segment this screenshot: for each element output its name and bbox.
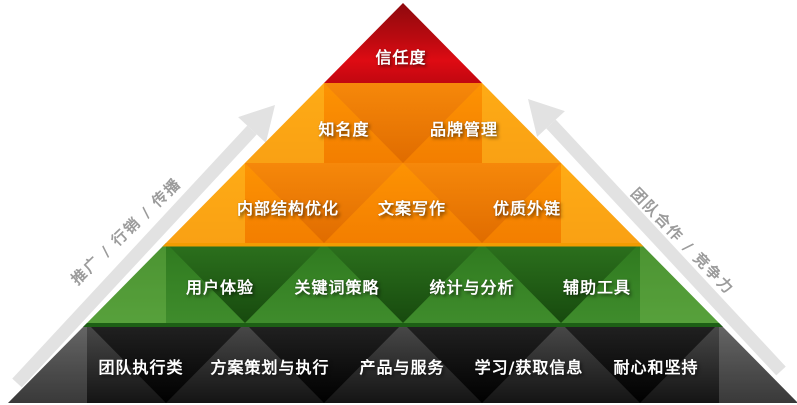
level-5-down-triangle xyxy=(561,323,719,403)
level-5-down-triangle xyxy=(245,323,403,403)
level-4-down-triangle xyxy=(324,243,482,323)
right-growth-arrow xyxy=(528,99,786,376)
pyramid-level-5-band xyxy=(8,323,797,403)
level-1-label-1: 信任度 xyxy=(375,48,427,67)
level-3-right-corner-highlight xyxy=(561,163,640,243)
left-arrow-shaft xyxy=(12,125,257,388)
green-separator-strip xyxy=(83,323,723,327)
level-2-label-2: 品牌管理 xyxy=(429,120,499,139)
left-growth-arrow xyxy=(12,105,275,388)
level-2-down-triangle xyxy=(324,83,482,163)
pyramid-level-3-band xyxy=(166,163,640,243)
pyramid-level-1-band xyxy=(324,3,482,83)
level-3-label-2: 文案写作 xyxy=(377,199,447,218)
level-3-label-3: 优质外链 xyxy=(492,199,562,218)
right-arrow-head-icon xyxy=(528,99,565,137)
level-3-left-corner-highlight xyxy=(166,163,245,243)
level-2-left-corner-highlight xyxy=(245,83,324,163)
level-4-left-corner-highlight xyxy=(87,243,166,323)
level-3-down-triangle xyxy=(245,163,403,243)
pyramid-level-4-band xyxy=(87,243,719,323)
orange-separator-strip xyxy=(162,243,644,247)
level-4-label-3: 统计与分析 xyxy=(429,278,515,297)
level-4-right-corner-highlight xyxy=(640,243,719,323)
level-4-down-triangle xyxy=(482,243,640,323)
level-2-label-1: 知名度 xyxy=(318,120,370,139)
level-5-right-corner-highlight xyxy=(719,323,797,403)
level-3-down-triangle xyxy=(403,163,561,243)
level-5-down-triangle xyxy=(403,323,561,403)
pyramid-level-2-band xyxy=(245,83,561,163)
level-5-label-4: 学习/获取信息 xyxy=(474,358,584,377)
level-5-label-3: 产品与服务 xyxy=(359,358,445,377)
level-4-label-4: 辅助工具 xyxy=(562,278,632,297)
right-arrow-shaft xyxy=(546,119,786,376)
level-5-label-1: 团队执行类 xyxy=(98,358,184,377)
level-5-label-5: 耐心和坚持 xyxy=(613,358,699,377)
level-2-right-corner-highlight xyxy=(482,83,561,163)
level-3-label-1: 内部结构优化 xyxy=(236,199,340,218)
left-arrow-head-icon xyxy=(238,105,275,143)
level-5-down-triangle xyxy=(87,323,245,403)
level-5-label-2: 方案策划与执行 xyxy=(210,358,330,377)
level-4-label-2: 关键词策略 xyxy=(294,278,380,297)
level-5-left-corner-highlight xyxy=(8,323,87,403)
level-4-label-1: 用户体验 xyxy=(185,278,255,297)
level-4-down-triangle xyxy=(166,243,324,323)
